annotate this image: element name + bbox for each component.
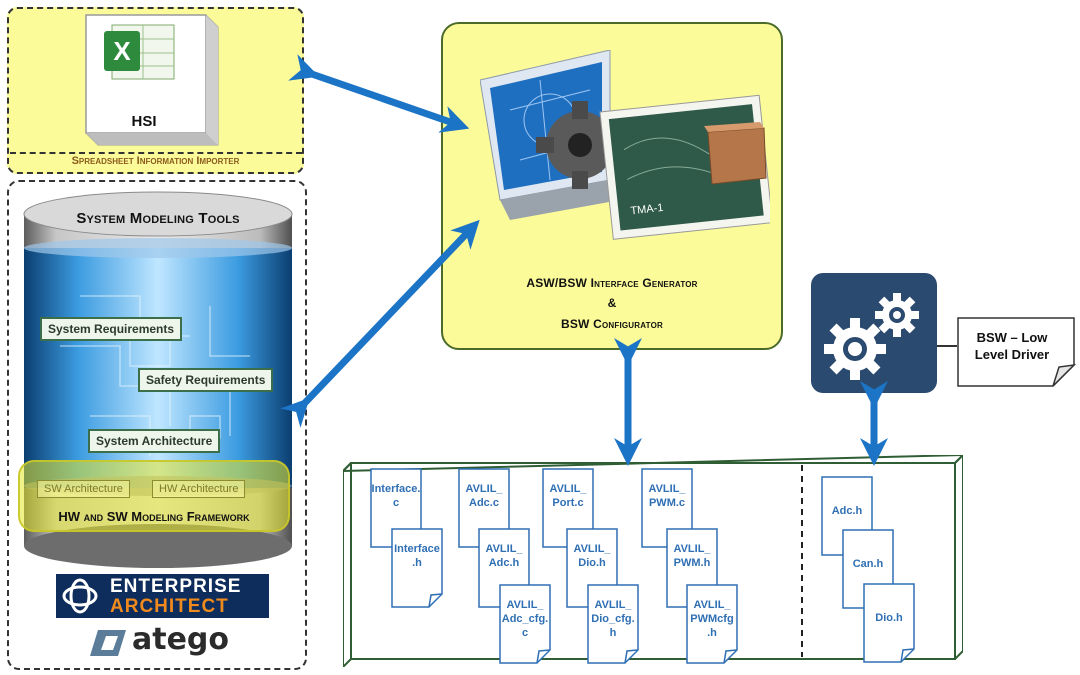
file-label: AVLIL_ PWM.c xyxy=(648,483,686,509)
file-label: AVLIL_ Dio.h xyxy=(573,543,611,569)
atego-logo-text: atego xyxy=(132,622,230,657)
tma-label: TMA-1 xyxy=(630,202,664,217)
file-avlil-adc-cfg-c[interactable]: AVLIL_ Adc_cfg. c xyxy=(499,584,551,664)
arrow-modeling-to-generator xyxy=(280,219,480,428)
enterprise-logo-line1: ENTERPRISE xyxy=(110,576,242,597)
generator-title-line3: BSW Configurator xyxy=(560,317,663,331)
file-interface-c[interactable]: Interface. c xyxy=(370,468,422,548)
file-label: AVLIL_ Adc.h xyxy=(485,543,523,569)
file-label: Dio.h xyxy=(875,612,903,624)
importer-caption: Spreadsheet Information Importer xyxy=(71,155,240,167)
enterprise-architect-logo: ENTERPRISE ARCHITECT xyxy=(56,574,269,618)
file-label: Can.h xyxy=(852,558,884,570)
file-dio-h[interactable]: Dio.h xyxy=(863,583,915,663)
system-requirements-box[interactable]: System Requirements xyxy=(40,317,183,341)
generator-illustration: TMA-1 xyxy=(479,49,774,260)
excel-file-icon[interactable]: X xyxy=(82,9,222,149)
file-label: Adc.h xyxy=(831,505,863,517)
file-interface-h[interactable]: Interface .h xyxy=(391,528,443,608)
generator-title-line2: & xyxy=(607,296,617,310)
arrow-importer-to-generator xyxy=(288,54,470,133)
file-avlil-adc-c[interactable]: AVLIL_ Adc.c xyxy=(458,468,510,548)
sw-architecture-box[interactable]: SW Architecture xyxy=(37,480,130,498)
importer-divider xyxy=(10,152,302,154)
generator-title-line1: ASW/BSW Interface Generator xyxy=(526,276,698,290)
file-avlil-pwm-c[interactable]: AVLIL_ PWM.c xyxy=(641,468,693,548)
file-avlil-dio-cfg-h[interactable]: AVLIL_ Dio_cfg. h xyxy=(587,584,639,664)
driver-gear-tile[interactable] xyxy=(811,273,937,393)
file-label: AVLIL_ PWM.h xyxy=(673,543,711,569)
hsi-file-label: HSI xyxy=(131,113,157,130)
file-label: AVLIL_ Dio_cfg. h xyxy=(591,599,635,639)
svg-text:X: X xyxy=(113,36,131,66)
file-label: AVLIL_ Adc_cfg. c xyxy=(501,599,549,639)
file-label: AVLIL_ PWMcfg .h xyxy=(690,599,734,639)
atego-logo: atego xyxy=(88,622,238,664)
gears-icon xyxy=(824,293,919,380)
modeling-title: System Modeling Tools xyxy=(76,210,240,227)
system-architecture-box[interactable]: System Architecture xyxy=(88,429,221,453)
framework-label: HW and SW Modeling Framework xyxy=(58,509,250,524)
driver-note: BSW – Low Level Driver xyxy=(957,317,1077,387)
file-avlil-pwmcfg-h[interactable]: AVLIL_ PWMcfg .h xyxy=(686,584,738,664)
safety-requirements-box[interactable]: Safety Requirements xyxy=(138,368,274,392)
driver-note-label: BSW – Low Level Driver xyxy=(974,330,1050,362)
file-label: Interface. c xyxy=(371,483,421,509)
hw-architecture-box[interactable]: HW Architecture xyxy=(152,480,246,498)
enterprise-logo-line2: ARCHITECT xyxy=(110,596,229,617)
file-label: Interface .h xyxy=(394,543,440,569)
file-label: AVLIL_ Adc.c xyxy=(465,483,503,509)
file-label: AVLIL_ Port.c xyxy=(549,483,587,509)
driver-connector xyxy=(937,345,957,347)
file-avlil-port-c[interactable]: AVLIL_ Port.c xyxy=(542,468,594,548)
